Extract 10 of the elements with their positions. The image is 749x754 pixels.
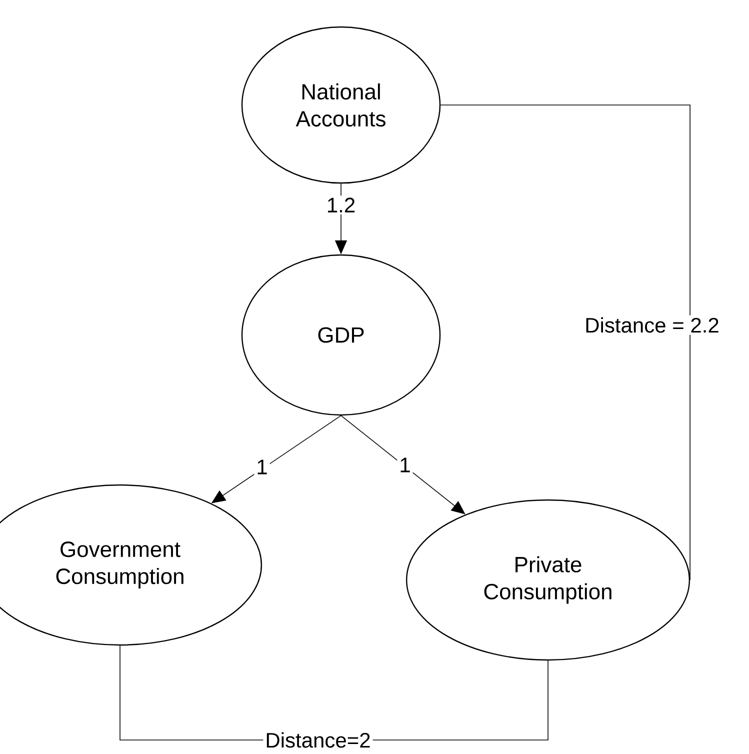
ellipse-node: National Accounts: [241, 26, 441, 184]
ellipse-node: Private Consumption: [406, 499, 690, 661]
edge-label: Distance = 2.2: [582, 315, 722, 335]
edge-label: Distance=2: [263, 730, 373, 750]
ellipse-node: GDP: [241, 254, 441, 416]
arrow: [340, 415, 466, 514]
edge-label: 1: [254, 458, 270, 476]
edge-label: 1: [397, 456, 413, 474]
edge-label: 1.2: [324, 196, 358, 214]
connector-line: [440, 104, 690, 580]
